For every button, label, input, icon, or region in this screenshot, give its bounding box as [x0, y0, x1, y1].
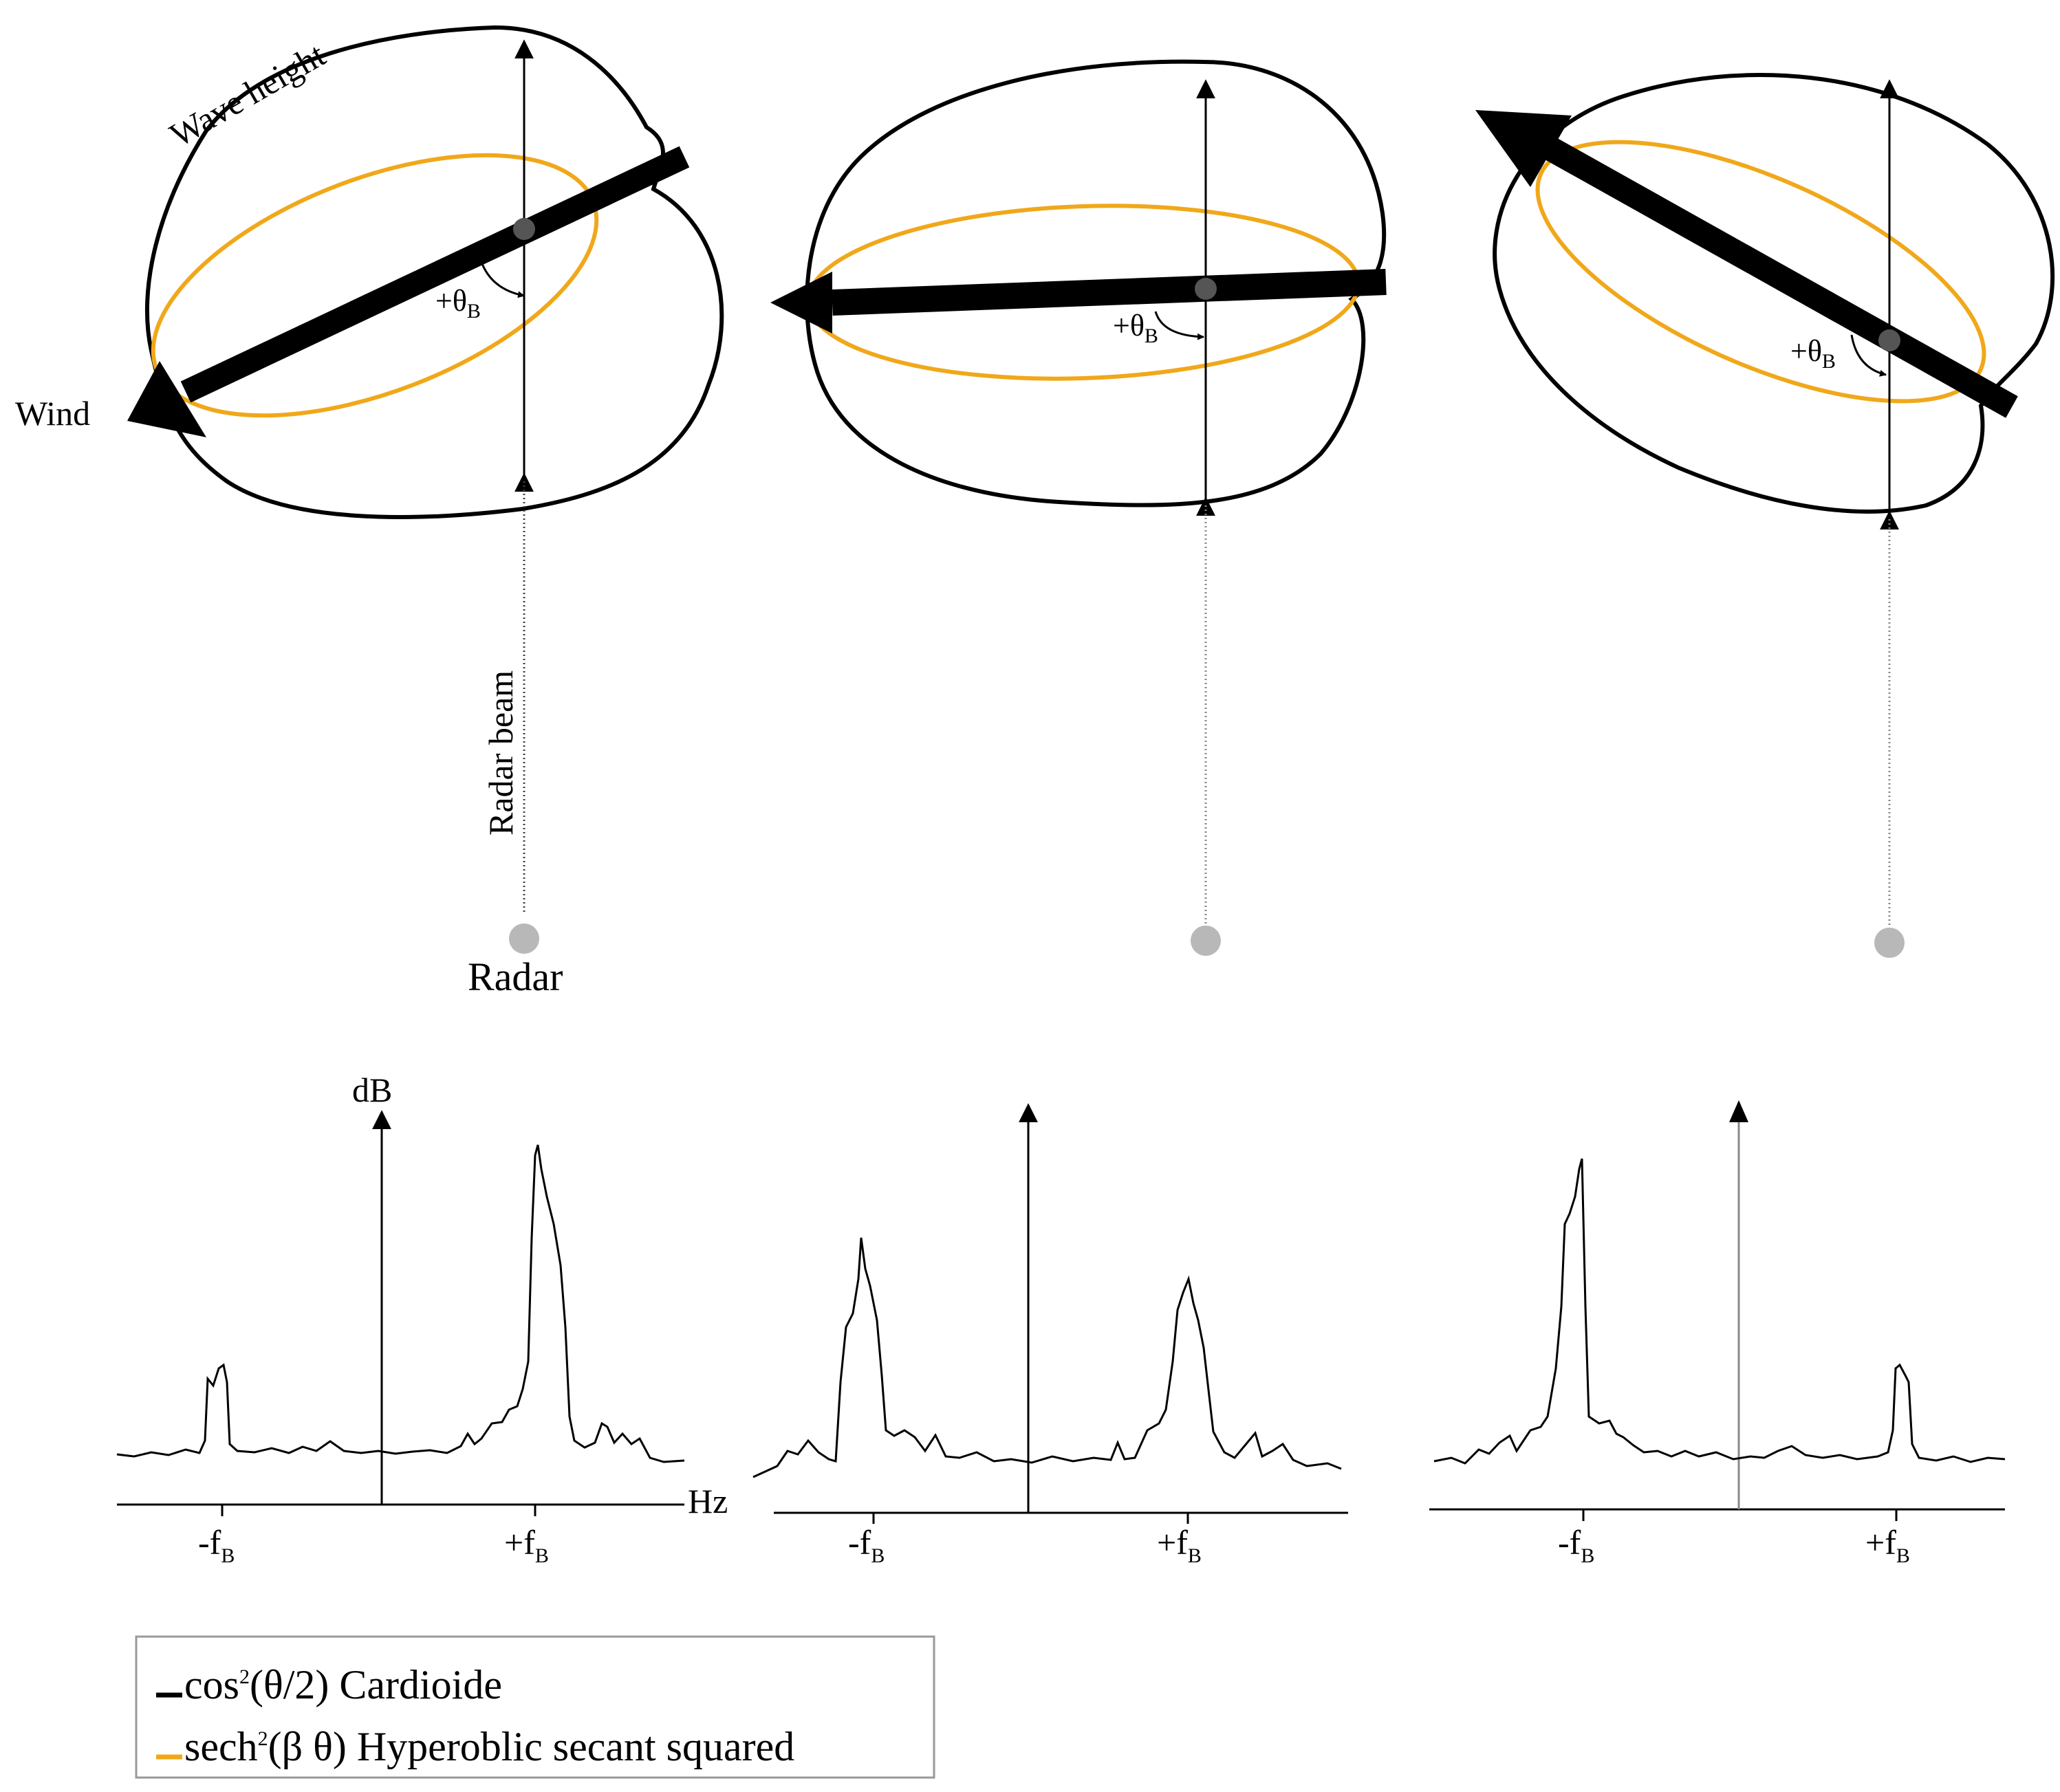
center-dot-2: [1195, 278, 1217, 300]
panel-1-directional-spectrum: +θB Wave height Wind Radar beam Radar: [15, 25, 724, 999]
center-dot-3: [1878, 329, 1900, 351]
wave-height-label: Wave height: [164, 35, 332, 155]
cardioide-curve-3: [1493, 72, 2055, 514]
radar-dot-1: [509, 924, 539, 954]
tick-label-plus-fb-3: +fB: [1865, 1523, 1910, 1567]
wind-arrowhead-1: [127, 361, 206, 437]
wind-arrow-1: [180, 146, 690, 403]
spectrum-trace-3: [1433, 1158, 2006, 1465]
theta-label-2: +θB: [1113, 309, 1158, 347]
panel-3-directional-spectrum: +θB: [1475, 72, 2055, 958]
doppler-spectrum-1: dB Hz -fB +fB: [116, 1071, 728, 1567]
legend-label-cardioide: cos2(θ/2) Cardioide: [184, 1662, 502, 1707]
radar-beam-label: Radar beam: [481, 670, 520, 835]
legend: cos2(θ/2) Cardioide sech2(β θ) Hyperobli…: [135, 1635, 935, 1779]
radar-dot-2: [1191, 926, 1221, 956]
wind-arrowhead-3: [1475, 110, 1572, 187]
wind-arrowhead-2: [770, 272, 832, 334]
db-label: dB: [352, 1071, 392, 1109]
spectrum-trace-1: [116, 1144, 685, 1463]
doppler-spectrum-2: -fB +fB: [752, 1103, 1348, 1567]
theta-label-1: +θB: [435, 284, 481, 323]
theta-arc-2: [1154, 311, 1204, 340]
secant-curve-1: [151, 153, 599, 418]
radar-dot-3: [1874, 928, 1905, 958]
radar-label: Radar: [468, 954, 563, 999]
db-axis-arrowhead-3: [1729, 1100, 1748, 1122]
cardioide-curve-2: [805, 59, 1387, 507]
tick-label-minus-fb-1: -fB: [198, 1523, 235, 1567]
theta-arc-3: [1850, 334, 1887, 377]
tick-label-minus-fb-2: -fB: [848, 1523, 885, 1567]
theta-label-3: +θB: [1790, 334, 1836, 373]
center-dot-1: [513, 218, 535, 240]
hz-label: Hz: [688, 1482, 728, 1520]
secant-curve-3: [1535, 140, 1986, 404]
theta-arc-1: [478, 255, 525, 298]
wind-label: Wind: [15, 394, 90, 433]
cardioide-curve-1: [144, 25, 724, 519]
doppler-spectrum-3: -fB +fB: [1429, 1100, 2006, 1567]
wind-arrow-3: [1535, 132, 2018, 418]
tick-label-plus-fb-2: +fB: [1157, 1523, 1202, 1567]
tick-label-minus-fb-3: -fB: [1558, 1523, 1594, 1567]
wind-arrow-2: [832, 269, 1387, 316]
panel-2-directional-spectrum: +θB: [770, 59, 1387, 956]
spectrum-trace-2: [752, 1237, 1342, 1478]
legend-box: [135, 1635, 935, 1779]
tick-label-plus-fb-1: +fB: [504, 1523, 549, 1567]
legend-label-secant: sech2(β θ) Hyperoblic secant squared: [184, 1724, 794, 1769]
